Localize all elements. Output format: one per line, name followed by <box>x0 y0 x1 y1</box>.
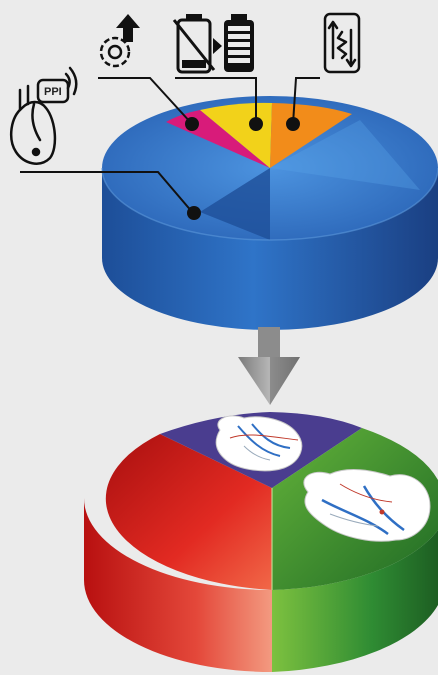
callout-dot-battery <box>249 117 263 131</box>
lead-impedance-icon <box>325 14 359 72</box>
callout-dot-impedance <box>286 117 300 131</box>
ppi-heart-icon <box>11 68 76 164</box>
ppi-label: PPI <box>44 86 62 98</box>
settings-upload-icon <box>101 14 140 66</box>
callout-dot-settings <box>185 117 199 131</box>
down-arrow <box>238 327 300 405</box>
battery-icon <box>174 14 254 72</box>
top-pie-chart <box>102 96 438 330</box>
callout-dot-ppi <box>187 206 201 220</box>
